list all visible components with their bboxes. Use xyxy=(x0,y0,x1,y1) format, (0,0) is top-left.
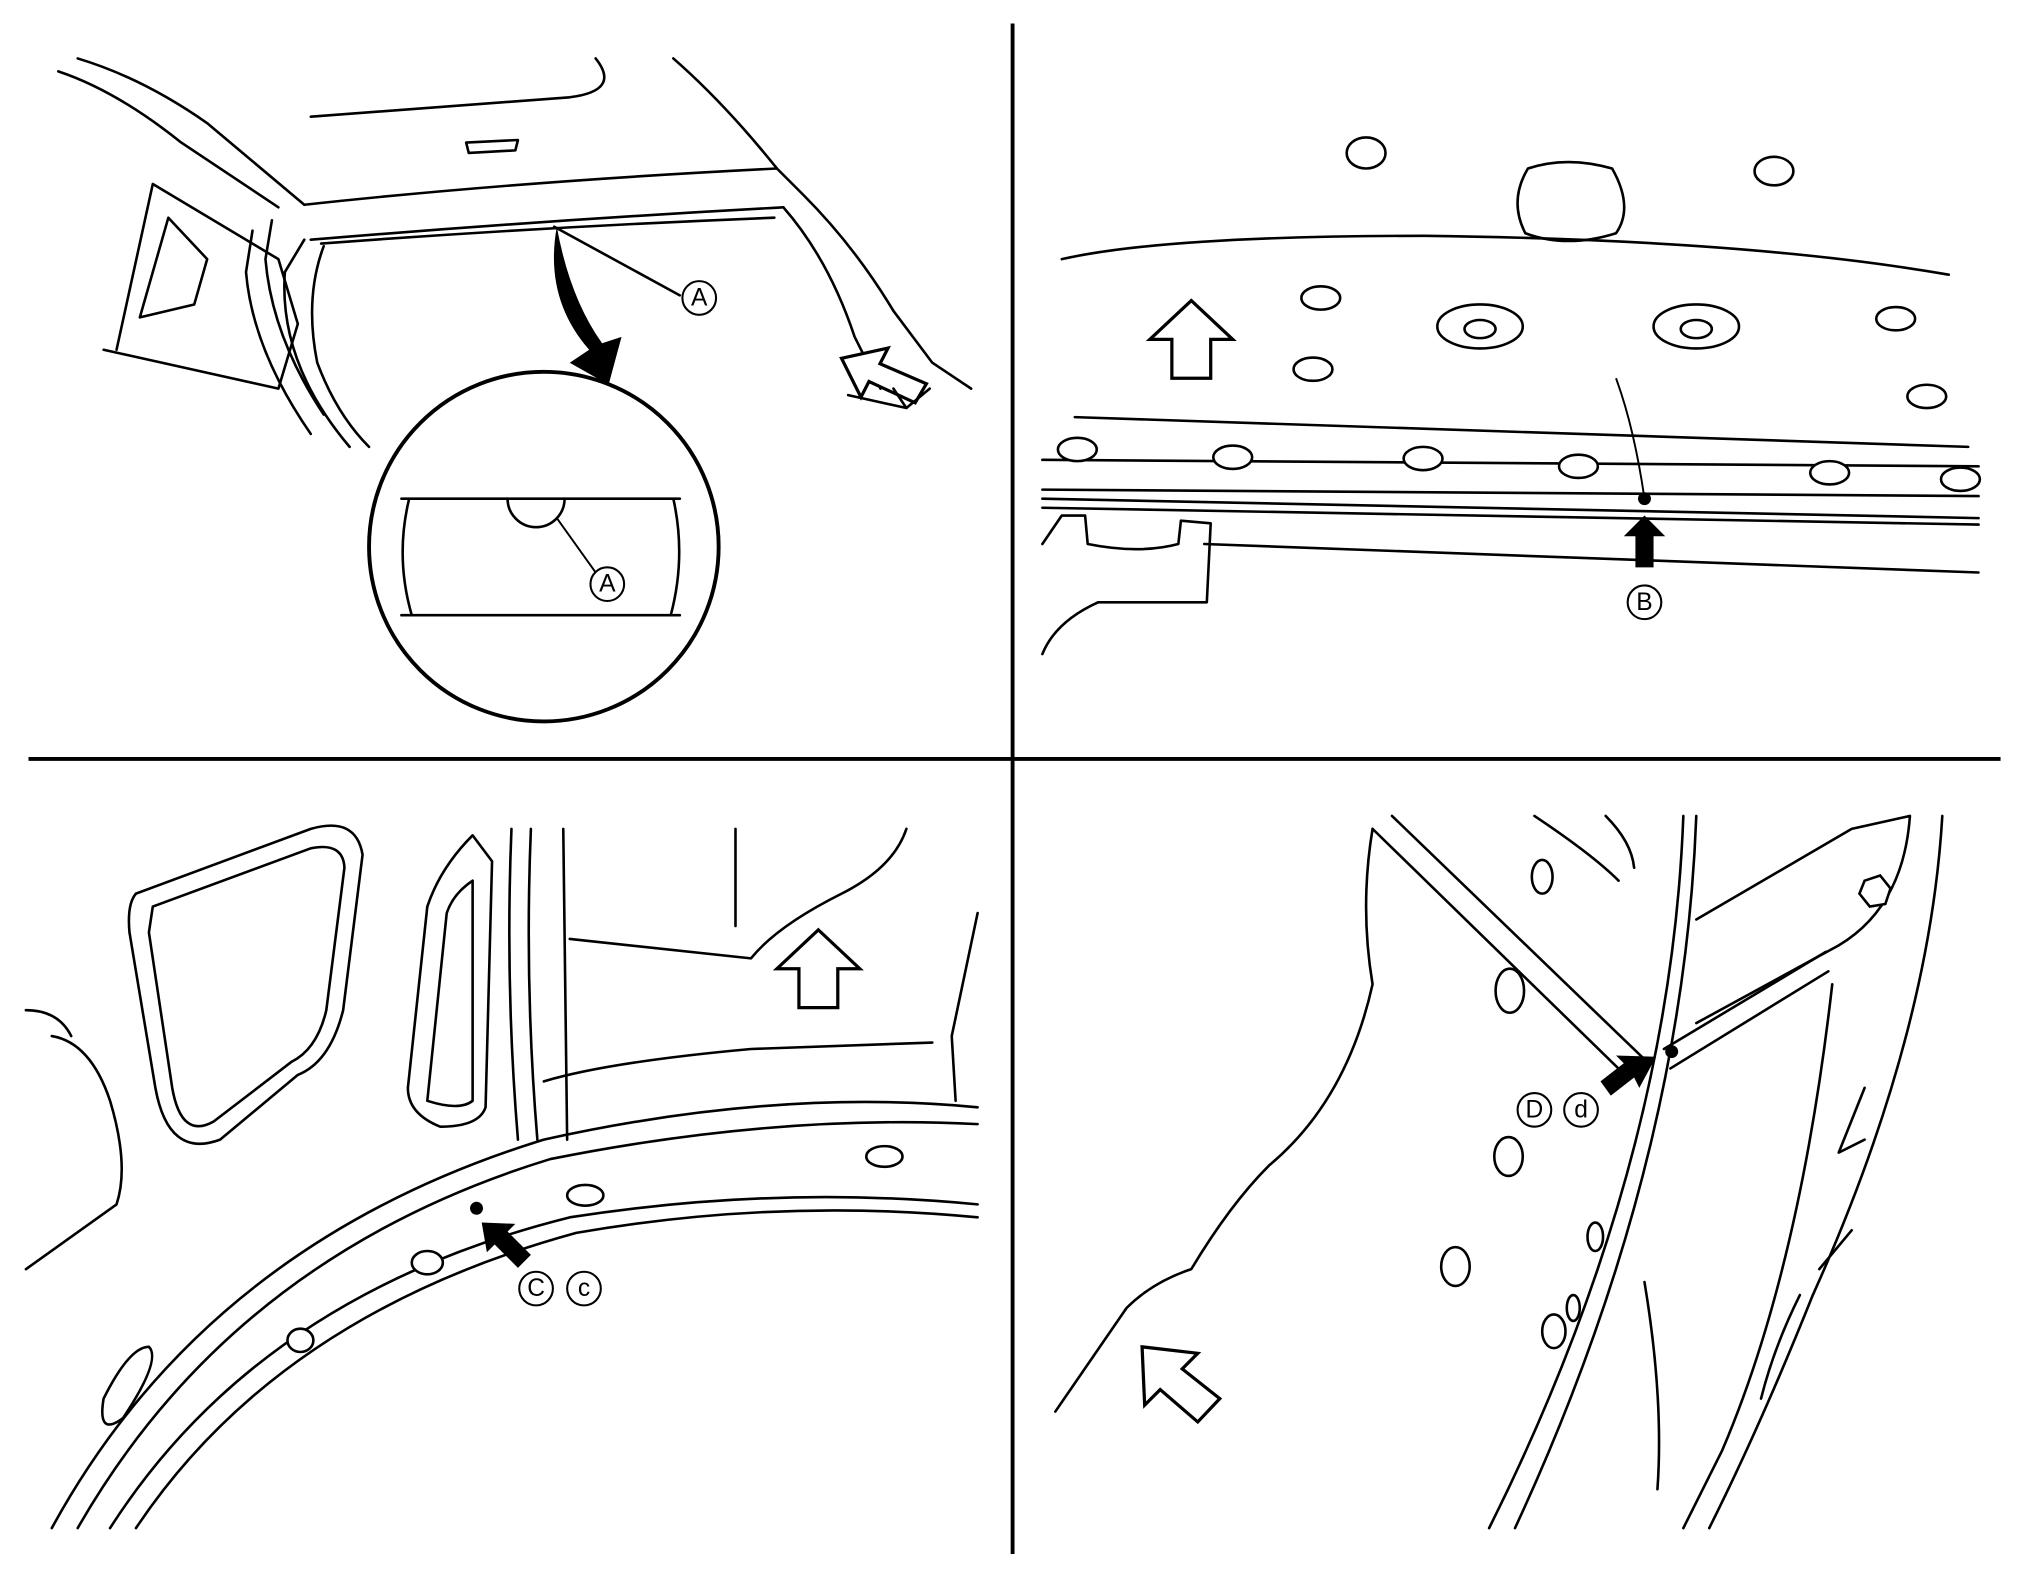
callout-b: B xyxy=(1626,584,1663,621)
panel-roof-rail xyxy=(1041,136,1982,656)
svg-text:D: D xyxy=(1526,1096,1544,1123)
panel-wheelhouse xyxy=(24,824,979,1530)
svg-text:B: B xyxy=(1636,589,1652,616)
callout-a-detail: A xyxy=(589,566,626,603)
callout-c-lower: c xyxy=(566,1270,602,1307)
svg-text:c: c xyxy=(578,1275,590,1302)
panel-pillar xyxy=(1054,814,1944,1530)
detail-magnifier-circle xyxy=(367,369,721,724)
panel-roof xyxy=(56,57,973,724)
callout-d-upper: D xyxy=(1516,1091,1553,1128)
svg-text:A: A xyxy=(599,571,616,598)
svg-text:C: C xyxy=(527,1275,545,1302)
callout-d-lower: d xyxy=(1563,1091,1599,1128)
callout-c-upper: C xyxy=(518,1270,554,1307)
callout-a: A xyxy=(681,280,718,316)
svg-text:A: A xyxy=(691,284,708,311)
svg-text:d: d xyxy=(1574,1096,1588,1123)
